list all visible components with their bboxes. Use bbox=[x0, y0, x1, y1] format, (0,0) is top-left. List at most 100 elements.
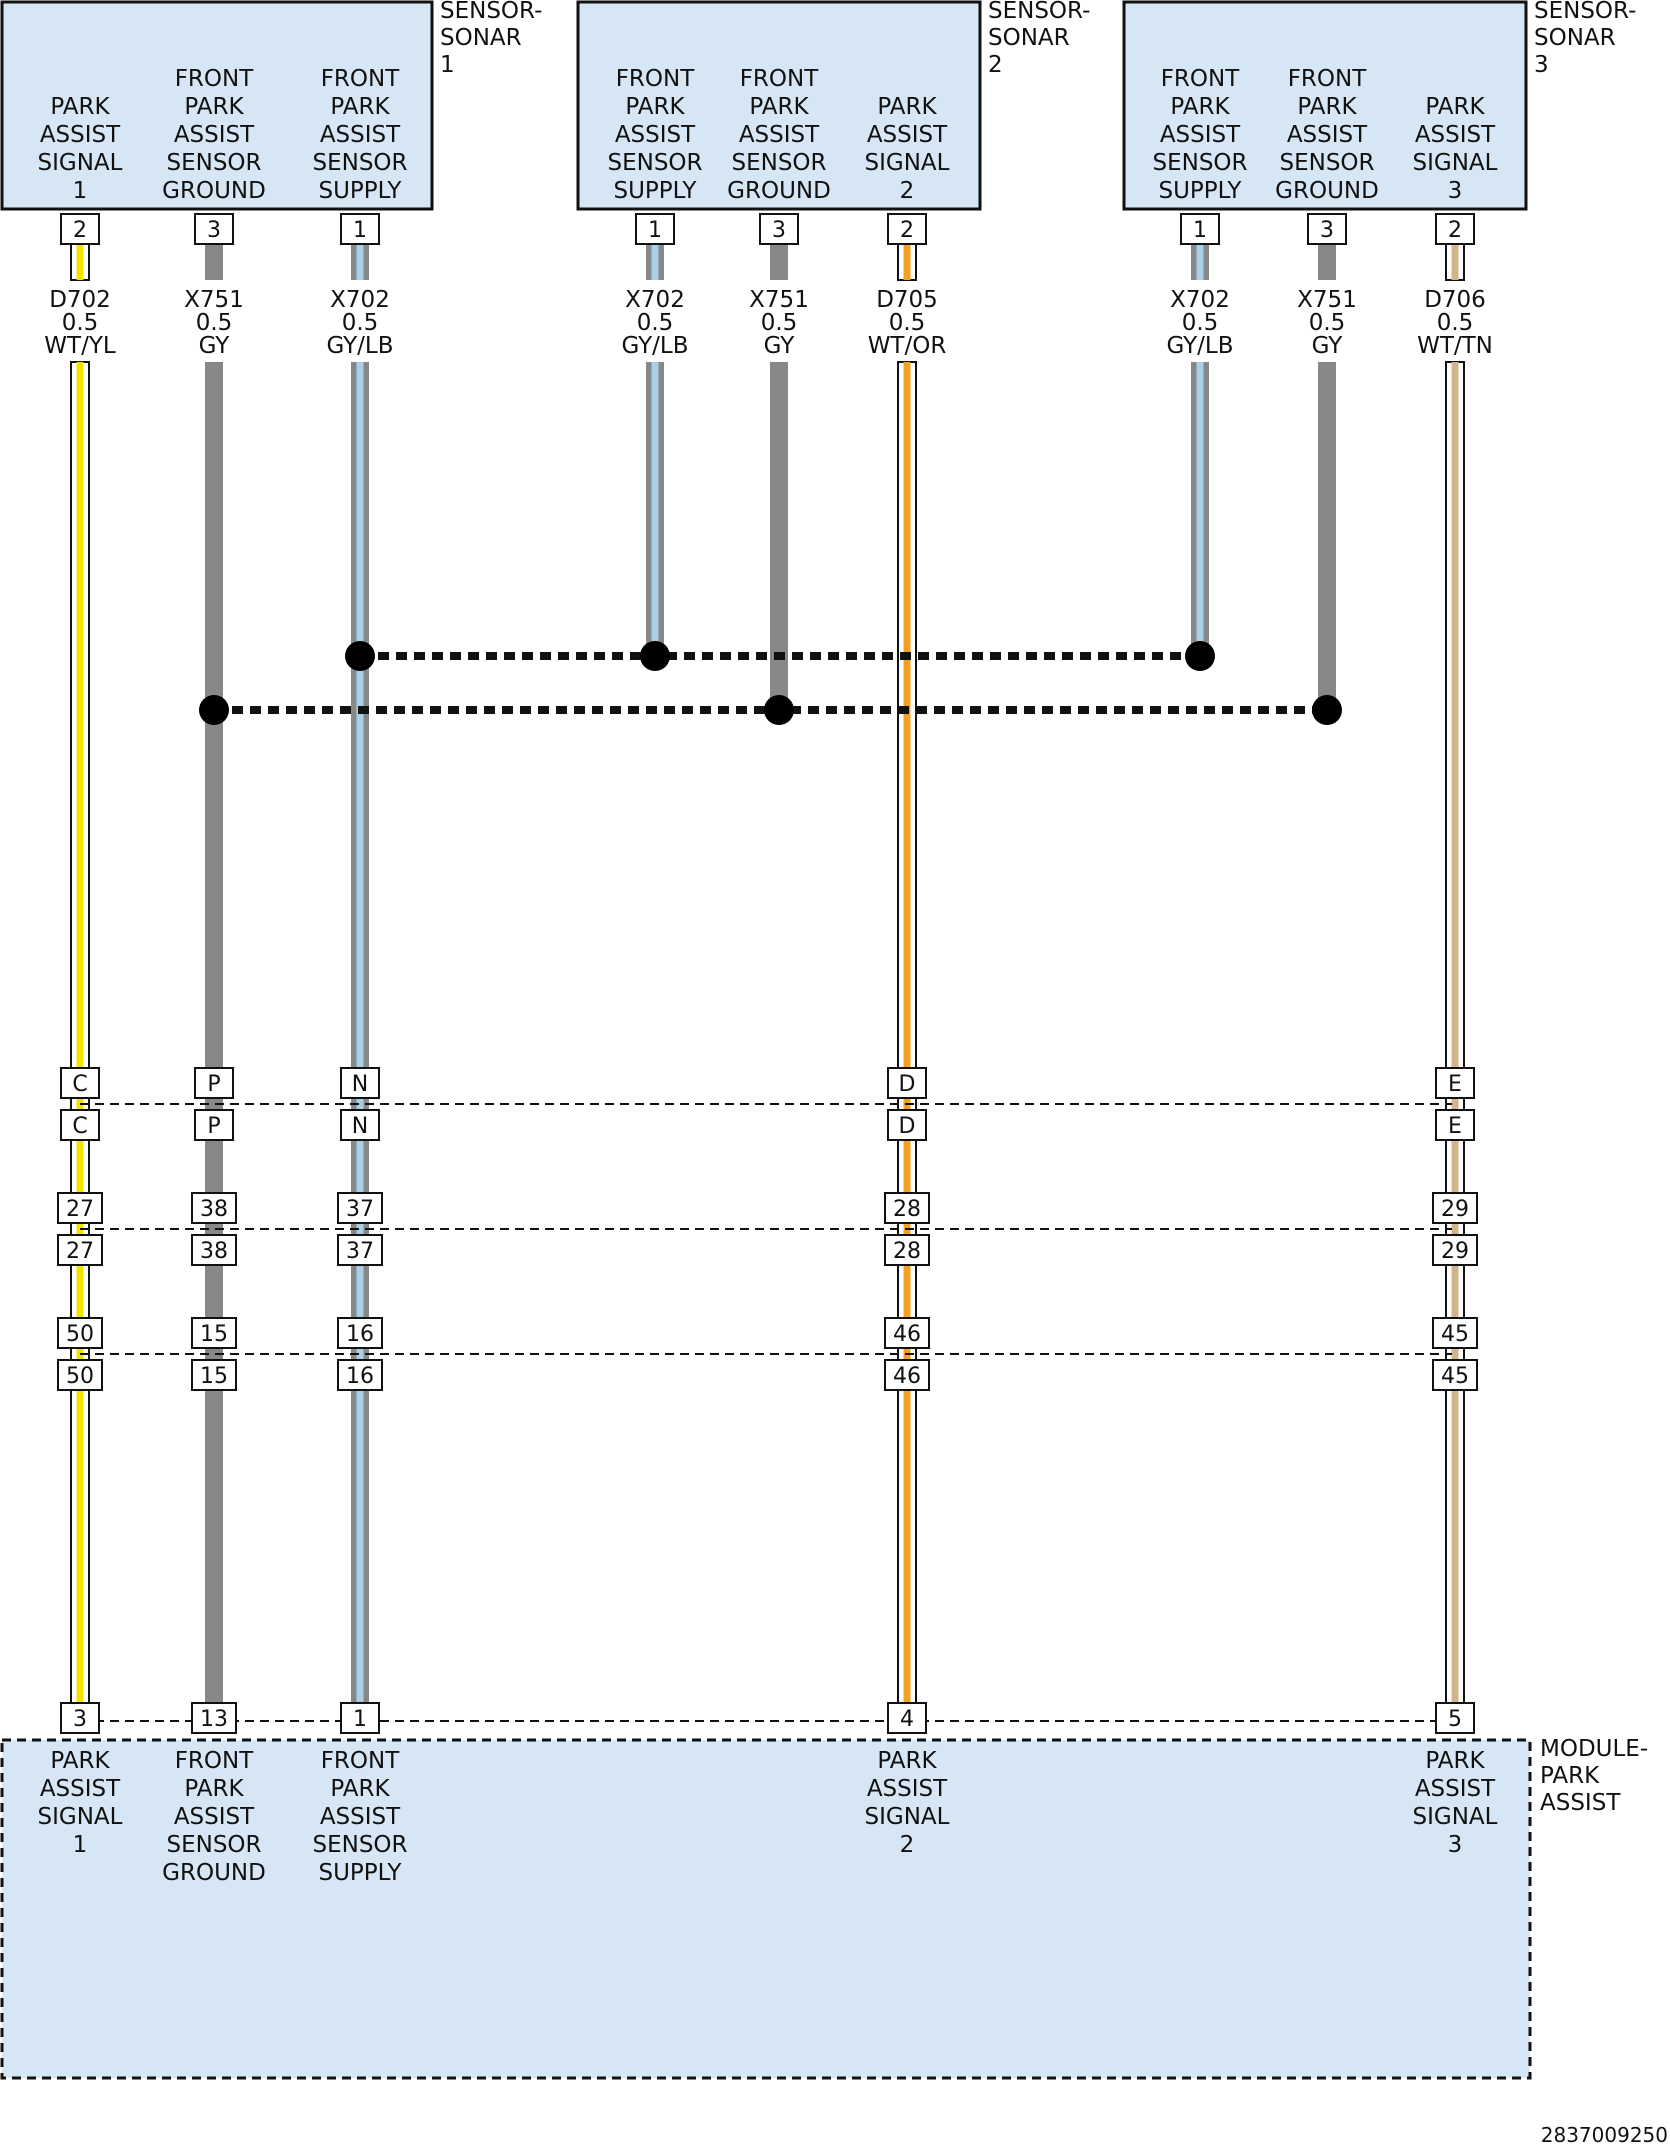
pin-number: 3 bbox=[207, 218, 221, 243]
sensor-name: SENSOR- bbox=[440, 0, 542, 24]
pin-number: 13 bbox=[200, 1707, 228, 1732]
pin-number: 45 bbox=[1441, 1322, 1469, 1347]
wire-body bbox=[1318, 362, 1336, 710]
pin-number: N bbox=[352, 1072, 368, 1097]
pin-box: C bbox=[60, 1067, 100, 1099]
pin-box: 3 bbox=[194, 213, 234, 245]
pin-box: C bbox=[60, 1109, 100, 1141]
pin-box: 46 bbox=[884, 1317, 930, 1349]
sensor-name: SENSOR- bbox=[1534, 0, 1636, 24]
pin-number: 37 bbox=[346, 1197, 374, 1222]
wire-body bbox=[770, 242, 788, 280]
pin-box: 4 bbox=[887, 1702, 927, 1734]
module-pin-function: 3 bbox=[1448, 1832, 1463, 1858]
wire-stripe bbox=[651, 242, 659, 280]
wire-circuit-label: X702 bbox=[1170, 287, 1230, 313]
sensor-pin-function: ASSIST bbox=[1415, 122, 1496, 148]
splice-dot bbox=[764, 695, 794, 725]
wire-circuit-label: X751 bbox=[1297, 287, 1357, 313]
module-pin-function: SIGNAL bbox=[1413, 1804, 1498, 1830]
pin-box-frame bbox=[337, 1317, 383, 1349]
wire-body bbox=[1318, 242, 1336, 280]
sensor-pin-function: PARK bbox=[330, 94, 390, 120]
splice-supply bbox=[345, 641, 1215, 671]
pin-number: C bbox=[72, 1072, 87, 1097]
splice-dot bbox=[1185, 641, 1215, 671]
module-park-assist-box bbox=[0, 1738, 1532, 2080]
module-name: MODULE- bbox=[1540, 1736, 1648, 1762]
module-pin-function: PARK bbox=[877, 1748, 937, 1774]
wire-circuit-label: X751 bbox=[184, 287, 244, 313]
pin-number: P bbox=[207, 1072, 220, 1097]
pin-box: 16 bbox=[337, 1317, 383, 1349]
pin-number: 3 bbox=[772, 218, 786, 243]
pin-box: 45 bbox=[1432, 1359, 1478, 1391]
sensor-sonar-3-box bbox=[1122, 0, 1528, 211]
pin-box-frame bbox=[884, 1359, 930, 1391]
pin-box: 38 bbox=[191, 1234, 237, 1266]
pin-number: 50 bbox=[66, 1364, 94, 1389]
wire-stripe bbox=[1451, 242, 1459, 280]
pin-number: 38 bbox=[200, 1197, 228, 1222]
pin-box: 29 bbox=[1432, 1192, 1478, 1224]
wire-body bbox=[205, 242, 223, 280]
pin-box: 28 bbox=[884, 1192, 930, 1224]
sensor-pin-function: SIGNAL bbox=[38, 150, 123, 176]
pin-box: E bbox=[1435, 1067, 1475, 1099]
pin-box: 15 bbox=[191, 1359, 237, 1391]
wire-gauge-label: 0.5 bbox=[342, 310, 379, 336]
module-pin-function: PARK bbox=[50, 1748, 110, 1774]
pin-number: 28 bbox=[893, 1239, 921, 1264]
pin-box-frame bbox=[340, 1109, 380, 1141]
pin-box-frame bbox=[57, 1234, 103, 1266]
module-pin-function: ASSIST bbox=[174, 1804, 255, 1830]
pin-box: E bbox=[1435, 1109, 1475, 1141]
pin-box-frame bbox=[60, 1702, 100, 1734]
pin-box-frame bbox=[759, 213, 799, 245]
sensor-pin-function: SENSOR bbox=[1152, 150, 1247, 176]
pin-box: 1 bbox=[340, 1702, 380, 1734]
sensor-name: 2 bbox=[988, 52, 1003, 78]
pin-box: 3 bbox=[60, 1702, 100, 1734]
pin-number: 37 bbox=[346, 1239, 374, 1264]
pin-box-frame bbox=[57, 1317, 103, 1349]
wire-stripe bbox=[1196, 242, 1204, 280]
wire-gauge-label: 0.5 bbox=[62, 310, 99, 336]
pin-number: 1 bbox=[353, 1707, 367, 1732]
sensor-pin-function: GROUND bbox=[1275, 178, 1379, 204]
wire-circuit-label: X751 bbox=[749, 287, 809, 313]
pin-box-frame bbox=[60, 1067, 100, 1099]
sensor-pin-function: ASSIST bbox=[40, 122, 121, 148]
sensor-pin-function: FRONT bbox=[740, 66, 820, 92]
sensor-pin-function: ASSIST bbox=[615, 122, 696, 148]
module-pin-function: GROUND bbox=[162, 1860, 266, 1886]
sensor-pin-function: GROUND bbox=[162, 178, 266, 204]
sensor-pin-function: SENSOR bbox=[166, 150, 261, 176]
pin-number: 15 bbox=[200, 1364, 228, 1389]
module-pin-function: ASSIST bbox=[40, 1776, 121, 1802]
wire-x702 bbox=[646, 362, 664, 656]
sensor-pin-function: PARK bbox=[1170, 94, 1230, 120]
module-pin-function: FRONT bbox=[321, 1748, 401, 1774]
pin-number: 3 bbox=[73, 1707, 87, 1732]
pin-box: 45 bbox=[1432, 1317, 1478, 1349]
pin-number: E bbox=[1448, 1072, 1462, 1097]
module-pin-function: PARK bbox=[330, 1776, 390, 1802]
wire-circuit-label: X702 bbox=[330, 287, 390, 313]
sensor-name: 3 bbox=[1534, 52, 1549, 78]
wire-gauge-label: 0.5 bbox=[1437, 310, 1474, 336]
sensor-pin-function: 3 bbox=[1448, 178, 1463, 204]
pin-box-frame bbox=[194, 1109, 234, 1141]
module-pin-function: 2 bbox=[900, 1832, 915, 1858]
wire-x702 bbox=[351, 242, 369, 280]
wire-x751 bbox=[770, 242, 788, 280]
pin-number: 1 bbox=[1193, 218, 1207, 243]
sensor-pin-function: 1 bbox=[73, 178, 88, 204]
wire-x702 bbox=[1191, 362, 1209, 656]
wire-d702 bbox=[70, 241, 90, 281]
wires-group bbox=[70, 241, 1465, 1722]
sensor-pin-function: GROUND bbox=[727, 178, 831, 204]
pin-box: 3 bbox=[1307, 213, 1347, 245]
module-pin-function: SIGNAL bbox=[38, 1804, 123, 1830]
